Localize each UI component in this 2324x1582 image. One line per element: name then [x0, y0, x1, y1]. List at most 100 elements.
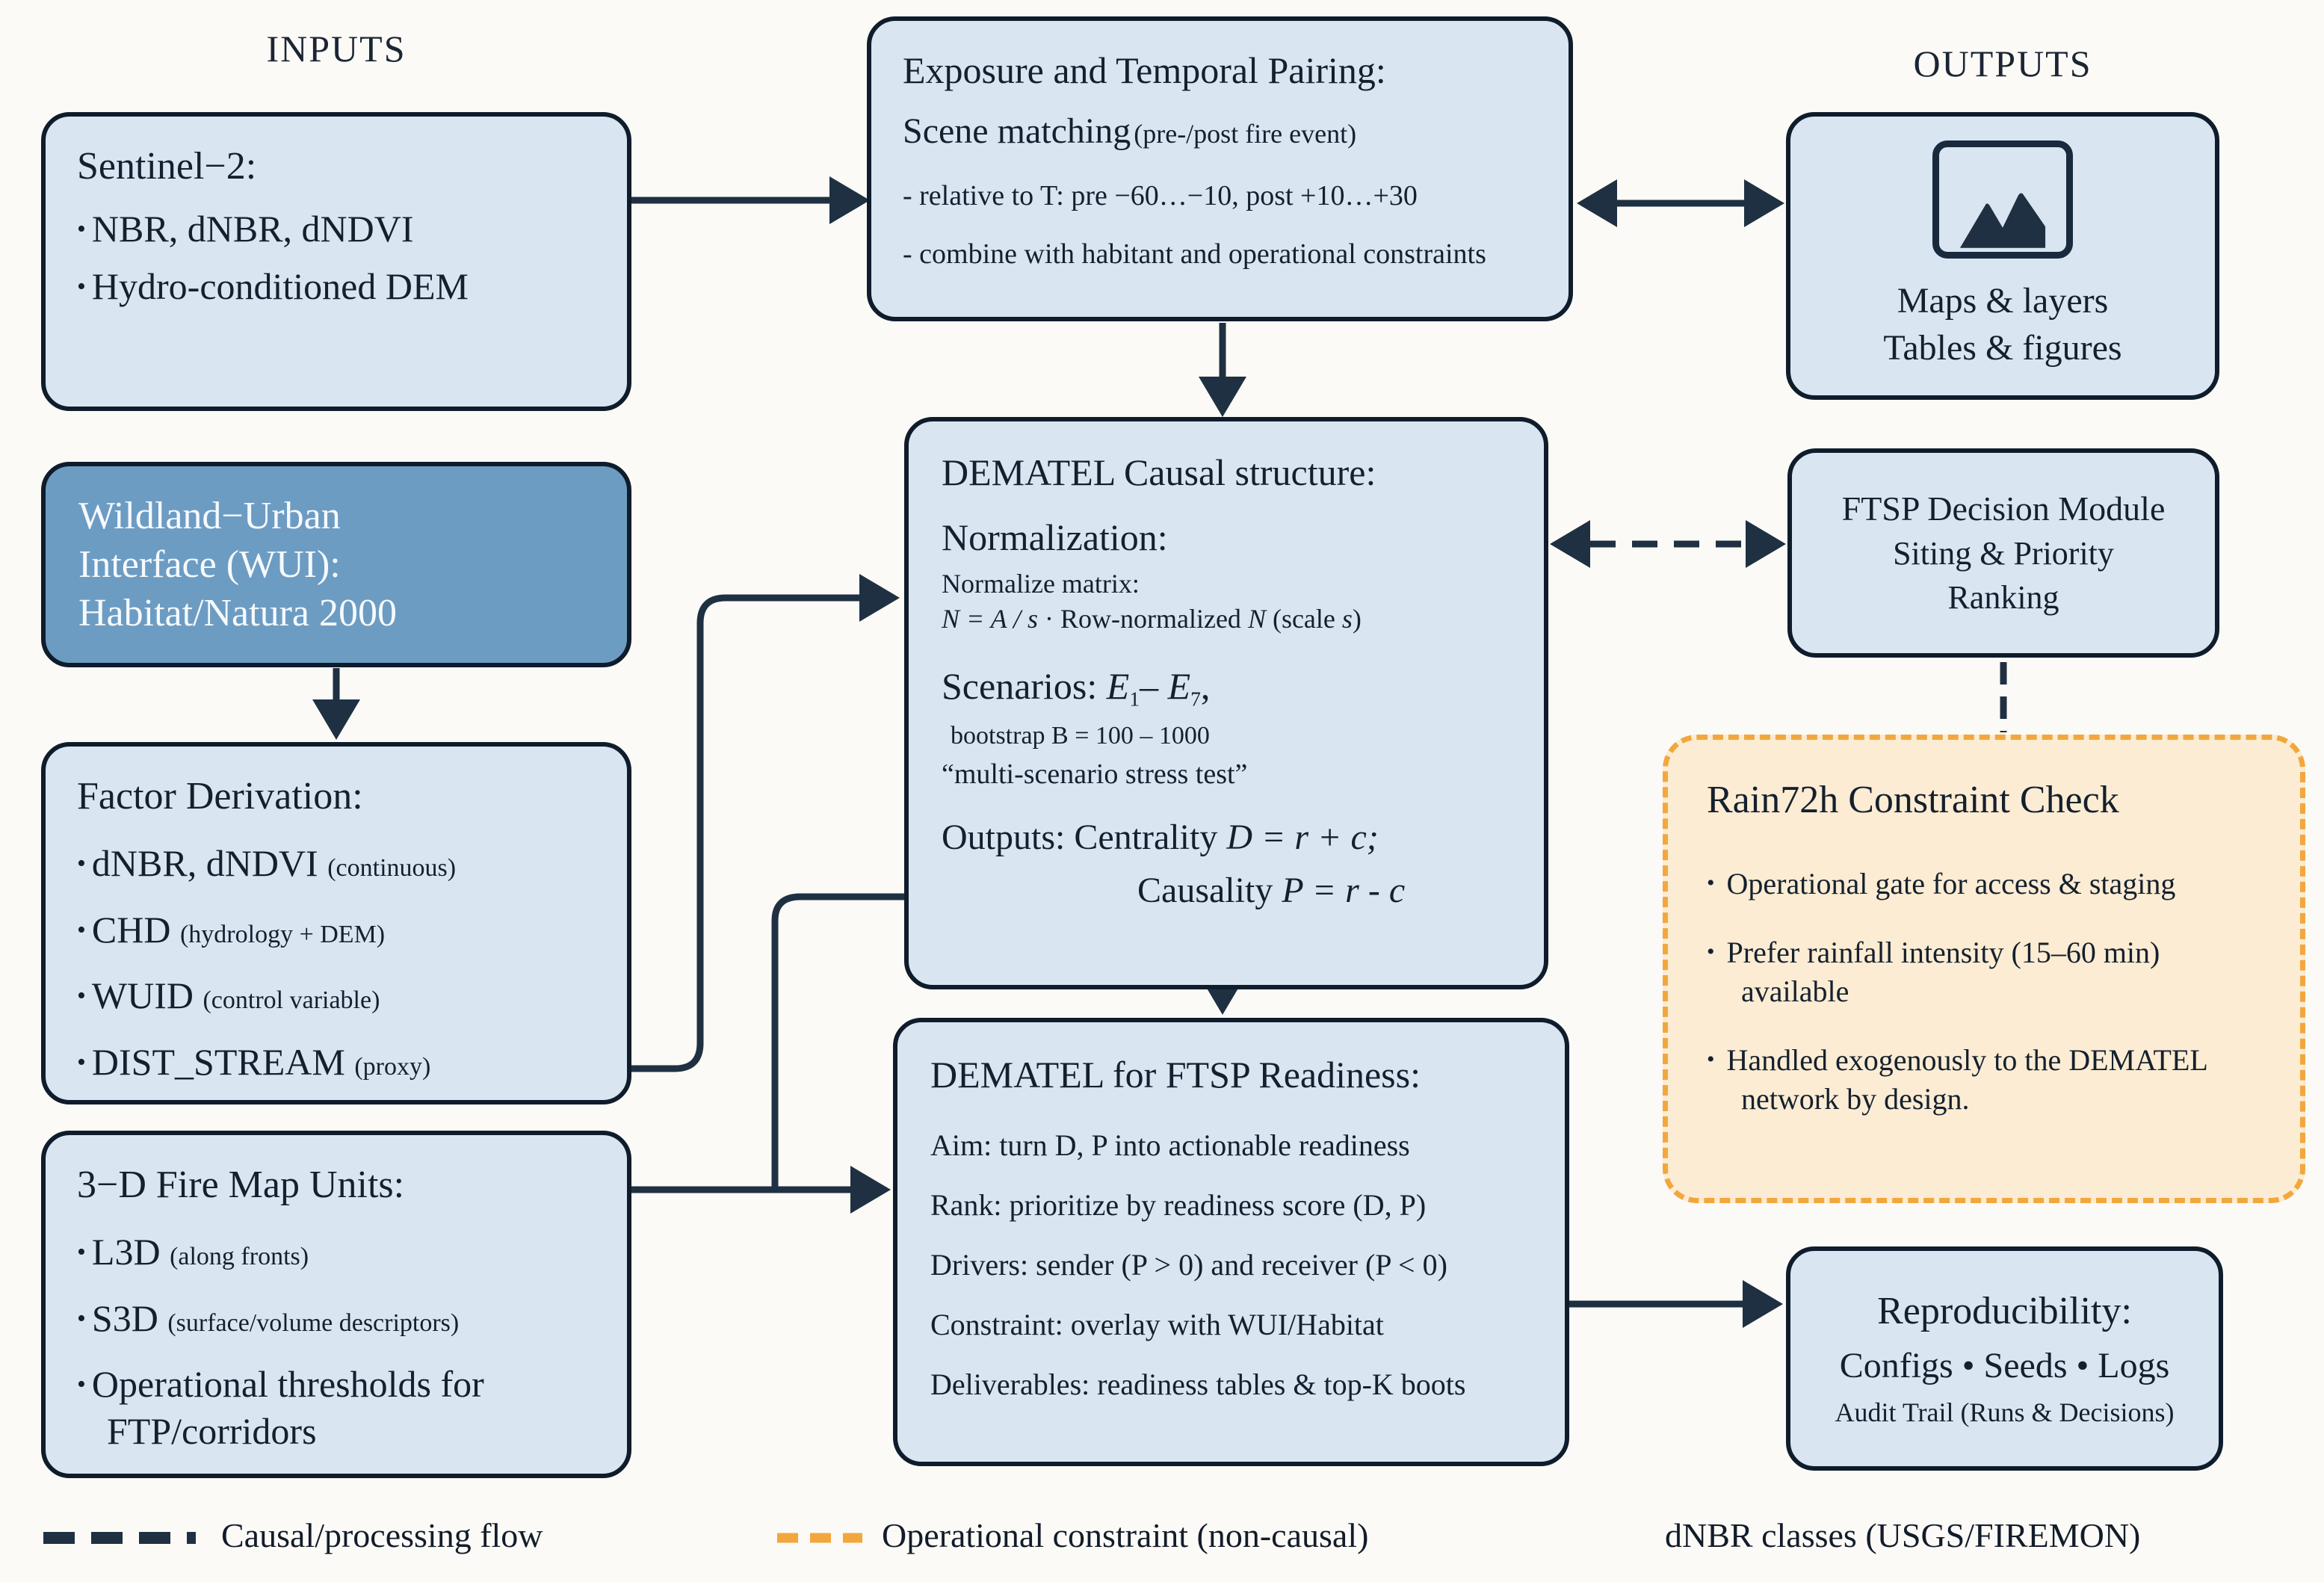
outputs-label: Outputs: [942, 818, 1075, 858]
factor-item-note: (continuous) [327, 854, 457, 882]
readiness-line: Rank: prioritize by readiness score (D, … [930, 1188, 1427, 1222]
reproducibility-box: Reproducibility: Configs • Seeds • Logs … [1786, 1246, 2223, 1471]
readiness-line: Drivers: sender (P > 0) and receiver (P … [930, 1248, 1447, 1282]
outputs-math: P = r - c [1282, 870, 1406, 910]
factor-item-note: (hydrology + DEM) [179, 920, 386, 948]
factor-item: CHD [91, 908, 171, 951]
arrowhead [859, 574, 900, 622]
sentinel2-bullet: NBR, dNBR, dNDVI [91, 208, 414, 250]
fire3d-item-note: (surface/volume descriptors) [167, 1308, 460, 1337]
scenarios-part: Scenarios: [942, 664, 1107, 707]
ftsp-line: Siting & Priority [1893, 534, 2114, 572]
sentinel2-title: Sentinel−2: [77, 145, 257, 188]
outputs-math: D = r + c; [1226, 818, 1379, 858]
factor-item: DIST_STREAM [91, 1040, 345, 1083]
factor-item: dNBR, dNDVI [91, 842, 318, 884]
inputs-column-header: INPUTS [266, 28, 407, 69]
dematel-stress-test-line: “multi-scenario stress test” [942, 758, 1248, 791]
connector-fire3d-to-dematel-branch [771, 893, 907, 1190]
bullet-icon: • [77, 272, 86, 300]
bullet-icon: • [1707, 939, 1715, 964]
dematel-outputs-line2: Causality P = r - c [942, 868, 1511, 914]
repro-title: Reproducibility: [1877, 1289, 2132, 1332]
arrowhead [850, 1166, 891, 1214]
mountain-glyph [1959, 193, 2046, 248]
scenarios-part: E [1106, 664, 1130, 707]
arrow-factor-to-dematel [629, 594, 861, 1072]
ftsp-line: Ranking [1947, 578, 2059, 616]
bullet-icon: • [1707, 871, 1715, 895]
formula-part: N [1247, 603, 1266, 634]
dematel-title: DEMATEL Causal structure: [942, 451, 1376, 493]
rain72h-box: Rain72h Constraint Check •Operational ga… [1663, 735, 2305, 1203]
factor-derivation-box: Factor Derivation: •dNBR, dNDVI (continu… [41, 742, 631, 1104]
bullet-icon: • [77, 982, 86, 1010]
arrowhead [1577, 179, 1617, 227]
readiness-line: Aim: turn D, P into actionable readiness [930, 1128, 1410, 1162]
scenarios-subscript: 7 [1190, 687, 1201, 711]
arrowhead [1744, 179, 1784, 227]
sentinel2-box: Sentinel−2: •NBR, dNBR, dNDVI •Hydro-con… [41, 112, 631, 411]
formula-part: · Row-normalized [1038, 603, 1248, 634]
legend-operational-label: Operational constraint (non-causal) [882, 1516, 1369, 1554]
ftsp-line: FTSP Decision Module [1841, 489, 2166, 528]
dematel-normalization-formula: N = A / s · Row-normalized N (scale s) [942, 602, 1511, 637]
bullet-icon: • [77, 1371, 86, 1398]
readiness-line: Deliverables: readiness tables & top-K b… [930, 1368, 1466, 1401]
wui-box: Wildland−Urban Interface (WUI): Habitat/… [41, 462, 631, 667]
rain72h-bullet: Prefer rainfall intensity (15–60 min) av… [1726, 936, 2160, 1008]
factor-item-note: (control variable) [203, 986, 380, 1014]
bullet-icon: • [77, 915, 86, 944]
exposure-title: Exposure and Temporal Pairing: [903, 49, 1386, 91]
exposure-box: Exposure and Temporal Pairing: Scene mat… [867, 16, 1573, 321]
dematel-normalization-heading: Normalization: [942, 516, 1168, 558]
factor-title: Factor Derivation: [77, 775, 363, 818]
formula-part: ) [1352, 603, 1362, 634]
factor-item: WUID [91, 974, 194, 1016]
readiness-title: DEMATEL for FTSP Readiness: [930, 1054, 1421, 1096]
factor-item-note: (proxy) [354, 1052, 431, 1081]
fire3d-item-note: (along fronts) [170, 1243, 309, 1270]
ftsp-decision-box: FTSP Decision Module Siting & Priority R… [1787, 448, 2219, 658]
repro-audit-line: Audit Trail (Runs & Decisions) [1835, 1397, 2175, 1428]
fire3d-title: 3−D Fire Map Units: [77, 1164, 405, 1206]
arrowhead [829, 176, 870, 224]
outputs-column-header: OUTPUTS [1913, 43, 2092, 84]
bullet-icon: • [77, 1048, 86, 1076]
exposure-subtitle-note: (pre-/post fire event) [1134, 119, 1357, 149]
arrowhead [1550, 520, 1590, 568]
scenarios-part: – [1140, 664, 1168, 707]
maps-line: Maps & layers [1897, 281, 2109, 321]
legend-dnbr-label: dNBR classes (USGS/FIREMON) [1665, 1516, 2141, 1554]
dematel-outputs-line1: Outputs: Centrality D = r + c; [942, 815, 1511, 861]
exposure-line: - relative to T: pre −60…−10, post +10…+… [903, 180, 1418, 212]
bullet-icon: • [77, 850, 86, 877]
arrowhead [1743, 1280, 1783, 1328]
formula-part: N = A / s [942, 603, 1039, 634]
image-icon [1932, 140, 2073, 259]
fire3d-item: L3D [91, 1231, 161, 1273]
formula-part: (scale [1265, 603, 1342, 634]
arrowhead [1199, 377, 1246, 417]
arrowhead [1746, 520, 1786, 568]
scenarios-subscript: 1 [1129, 687, 1140, 711]
dematel-normalize-matrix-label: Normalize matrix: [942, 569, 1140, 599]
bullet-icon: • [77, 1304, 86, 1332]
outputs-part: Causality [1137, 870, 1282, 910]
fire3d-item: S3D [91, 1297, 158, 1339]
rain72h-bullet: Handled exogenously to the DEMATEL netwo… [1726, 1043, 2207, 1116]
formula-part: s [1341, 603, 1353, 634]
legend-causal-label: Causal/processing flow [221, 1516, 543, 1554]
bullet-icon: • [1707, 1047, 1715, 1072]
wui-line: Wildland−Urban [78, 495, 341, 537]
fire3d-box: 3−D Fire Map Units: •L3D (along fronts) … [41, 1131, 631, 1478]
sentinel2-bullet: Hydro-conditioned DEM [91, 265, 469, 307]
dematel-bootstrap-line: bootstrap B = 100 – 1000 [951, 721, 1210, 750]
wui-line: Habitat/Natura 2000 [78, 592, 397, 634]
scenarios-part: E [1167, 664, 1191, 707]
exposure-subtitle: Scene matching [903, 111, 1131, 151]
rain72h-bullet: Operational gate for access & staging [1726, 867, 2176, 900]
scenarios-part: , [1200, 664, 1211, 707]
maps-layers-box: Maps & layers Tables & figures [1786, 112, 2219, 400]
